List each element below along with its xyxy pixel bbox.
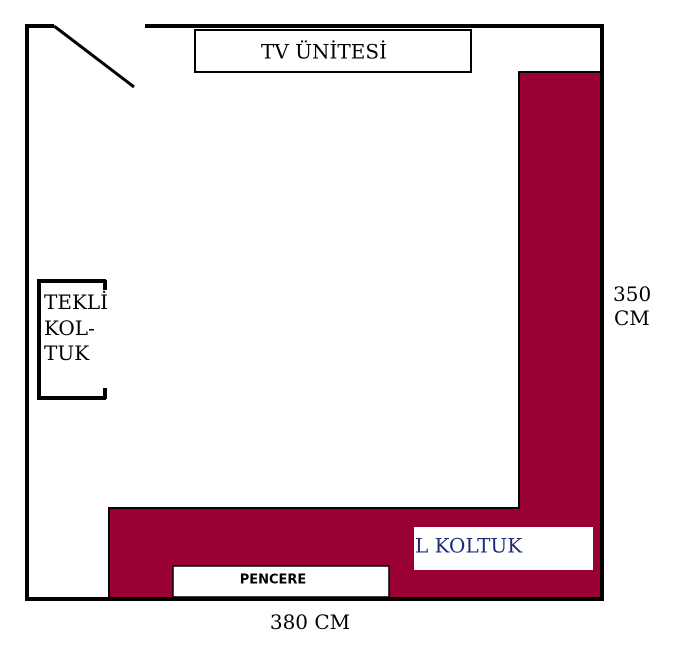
tv-unit-label: TV ÜNİTESİ xyxy=(261,39,387,64)
l-sofa-label: L KOLTUK xyxy=(415,534,523,558)
l-sofa-label-box xyxy=(414,527,593,570)
room-walls xyxy=(25,24,604,601)
height-dimension-line-2: CM xyxy=(614,306,650,330)
tv-unit-box xyxy=(194,29,472,73)
single-chair-label-line-2: KOL- xyxy=(44,316,95,340)
window-label: PENCERE xyxy=(240,573,307,588)
l-sofa-shape xyxy=(108,71,603,599)
window-box xyxy=(172,565,390,598)
single-chair-label-line-3: TUK xyxy=(44,341,90,365)
height-dimension-line-1: 350 xyxy=(613,282,651,306)
door-swing xyxy=(53,24,135,89)
single-chair-shape xyxy=(37,279,106,400)
width-dimension-label: 380 CM xyxy=(270,610,350,634)
single-chair-label-line-1: TEKLİ xyxy=(44,290,108,314)
